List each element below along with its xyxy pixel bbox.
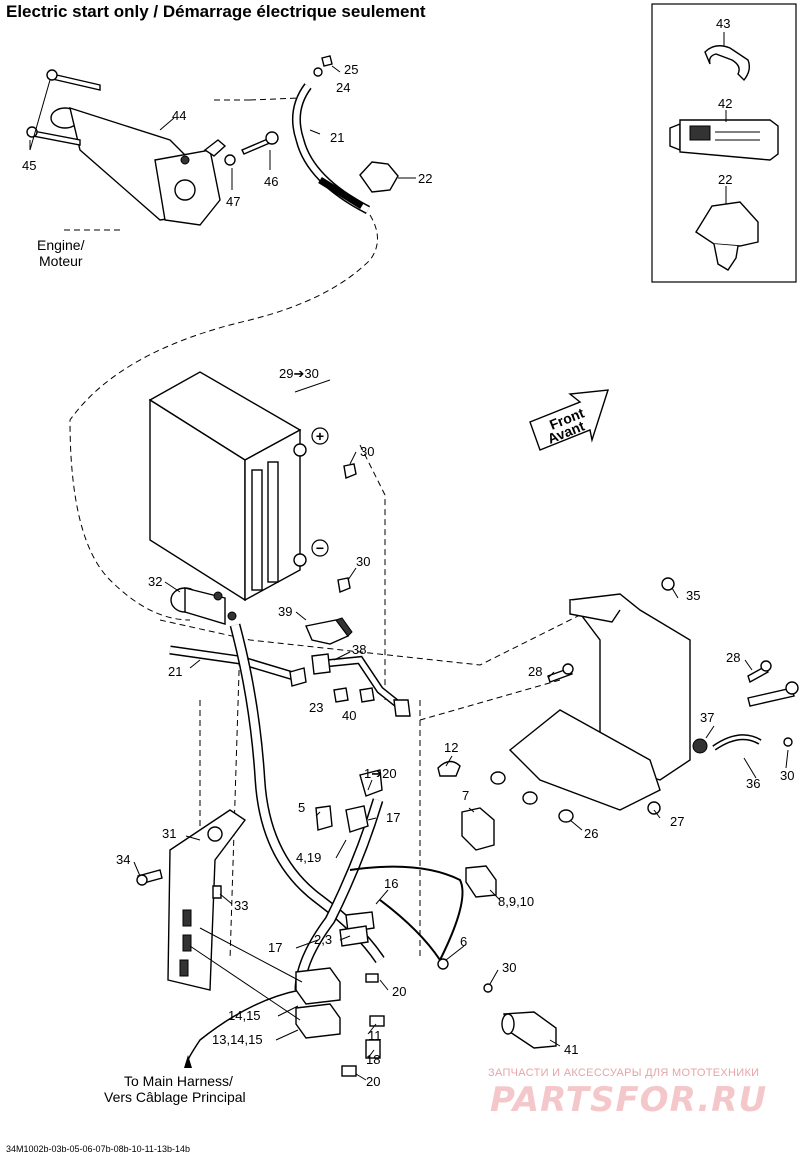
callout-29-30: 29➔30 (279, 366, 319, 381)
callout-42: 42 (718, 96, 732, 111)
engine-label-en: Engine/ (37, 237, 85, 253)
positive-sign: + (316, 428, 324, 444)
part-7-relay (437, 760, 497, 898)
part-38-cable (311, 653, 411, 717)
part-32-solenoid (170, 587, 237, 625)
callout-35: 35 (686, 588, 700, 603)
callout-22-top: 22 (418, 171, 432, 186)
callout-43: 43 (716, 16, 730, 31)
callout-47: 47 (226, 194, 240, 209)
watermark-logo: PARTSFOR.RU (490, 1080, 768, 1120)
callout-26: 26 (584, 826, 598, 841)
callout-30-a: 30 (360, 444, 374, 459)
callout-14-15: 14,15 (228, 1008, 261, 1023)
callout-17-b: 17 (268, 940, 282, 955)
callout-30-d: 30 (502, 960, 516, 975)
callout-2-3: 2,3 (314, 932, 332, 947)
callout-38: 38 (352, 642, 366, 657)
part-24-25-nut (313, 55, 333, 77)
callout-5: 5 (298, 800, 305, 815)
part-28-35-36-37-hardware (547, 577, 799, 754)
part-22-inset-clip (695, 186, 759, 271)
part-22-clip (359, 161, 416, 193)
part-26-bumpers (490, 771, 574, 823)
callout-25: 25 (344, 62, 358, 77)
part-41-socket (483, 983, 557, 1049)
callout-28-b: 28 (726, 650, 740, 665)
callout-36: 36 (746, 776, 760, 791)
callout-41: 41 (564, 1042, 578, 1057)
front-arrow (529, 389, 609, 451)
callout-24: 24 (336, 80, 350, 95)
callout-46: 46 (264, 174, 278, 189)
callout-45: 45 (22, 158, 36, 173)
callout-28-a: 28 (528, 664, 542, 679)
callout-18: 18 (366, 1052, 380, 1067)
part-29-battery (148, 371, 307, 602)
part-45-bolts (26, 69, 101, 151)
inset-box (651, 3, 797, 283)
part-23-40-nuts (333, 687, 375, 703)
callout-6: 6 (460, 934, 467, 949)
callout-16: 16 (384, 876, 398, 891)
callout-8-9-10: 8,9,10 (498, 894, 534, 909)
callout-17-a: 17 (386, 810, 400, 825)
callout-27: 27 (670, 814, 684, 829)
main-harness-label-en: To Main Harness/ (124, 1073, 233, 1089)
callout-32: 32 (148, 574, 162, 589)
part-44-starter (50, 106, 227, 226)
fuse-block (295, 967, 385, 1077)
callout-30-c: 30 (780, 768, 794, 783)
polarity-markers: + − (311, 427, 329, 557)
watermark-tagline: ЗАПЧАСТИ И АКСЕССУАРЫ ДЛЯ МОТОТЕХНИКИ (488, 1067, 760, 1079)
negative-sign: − (316, 540, 324, 556)
part-42-tube (669, 110, 779, 161)
callout-40: 40 (342, 708, 356, 723)
callout-20-b: 20 (366, 1074, 380, 1089)
callout-20-a: 20 (392, 984, 406, 999)
routing-dashed-loop (69, 97, 378, 621)
callout-22-inset: 22 (718, 172, 732, 187)
diagram-code: 34M1002b-03b-05-06-07b-08b-10-11-13b-14b (6, 1144, 190, 1154)
callout-33: 33 (234, 898, 248, 913)
callout-37: 37 (700, 710, 714, 725)
part-39-boot (305, 617, 353, 645)
leader-lines (133, 65, 789, 1081)
part-27-battery-tray (508, 593, 691, 815)
callout-44: 44 (172, 108, 186, 123)
part-21-top-cable (291, 83, 371, 214)
diagram-title: Electric start only / Démarrage électriq… (6, 2, 426, 21)
engine-label-fr: Moteur (39, 253, 83, 269)
part-6-grommet (437, 958, 449, 970)
callout-23: 23 (309, 700, 323, 715)
part-43-clip (704, 32, 751, 82)
callout-39: 39 (278, 604, 292, 619)
callout-30-b: 30 (356, 554, 370, 569)
callout-4-19: 4,19 (296, 850, 321, 865)
callout-21-lower: 21 (168, 664, 182, 679)
callout-31: 31 (162, 826, 176, 841)
callout-21-top: 21 (330, 130, 344, 145)
callout-12: 12 (444, 740, 458, 755)
main-harness-label-fr: Vers Câblage Principal (104, 1089, 246, 1105)
callout-1-20: 1➔20 (364, 766, 397, 781)
callout-7: 7 (462, 788, 469, 803)
callout-34: 34 (116, 852, 130, 867)
part-31-bracket (167, 809, 247, 991)
part-33-34-screws (136, 869, 222, 899)
part-46-47-bolt-washer (224, 131, 279, 190)
callout-13-14-15: 13,14,15 (212, 1032, 263, 1047)
callout-11: 11 (368, 1028, 382, 1043)
part-30-terminal-nuts (337, 463, 357, 593)
